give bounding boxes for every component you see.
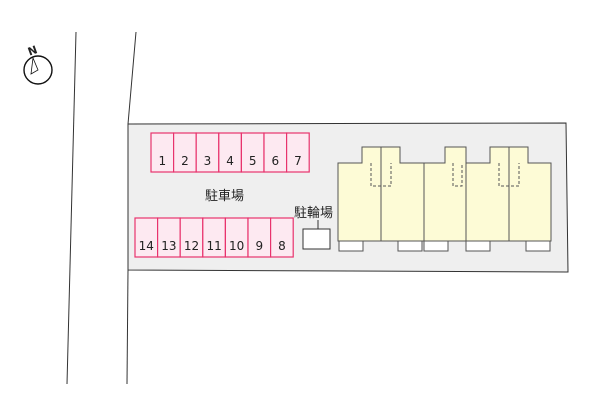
bicycle-parking-label: 駐輪場 [294, 205, 333, 221]
parking-space: 13 [157, 217, 181, 258]
parking-space-number: 14 [139, 239, 154, 253]
parking-space-number: 5 [249, 154, 257, 168]
parking-space: 2 [173, 132, 197, 173]
parking-space: 12 [179, 217, 204, 258]
parking-space-number: 7 [294, 154, 302, 168]
balcony [397, 240, 423, 252]
parking-space-number: 10 [229, 239, 244, 253]
balcony [423, 240, 449, 252]
compass-icon: N [23, 43, 53, 85]
parking-space-number: 8 [278, 239, 286, 253]
parking-space-outline [286, 132, 310, 173]
parking-space: 10 [224, 217, 249, 258]
parking-space: 4 [218, 132, 243, 173]
parking-space-number: 1 [158, 154, 166, 168]
parking-space: 3 [195, 132, 220, 173]
parking-space-number: 3 [204, 154, 212, 168]
parking-space-number: 12 [184, 239, 199, 253]
apartment-building [337, 146, 552, 252]
balcony [465, 240, 491, 252]
parking-space-number: 6 [271, 154, 279, 168]
parking-label: 駐車場 [205, 189, 244, 204]
parking-space: 14 [134, 217, 159, 258]
parking-space: 9 [247, 217, 272, 258]
balcony [525, 240, 551, 252]
road-edge-right [127, 31, 137, 125]
parking-space-number: 9 [255, 239, 263, 253]
parking-space-outline [270, 217, 294, 258]
bicycle-parking-area [302, 228, 331, 250]
parking-space: 7 [286, 132, 310, 173]
compass-north-label: N [26, 43, 39, 58]
balcony [338, 240, 364, 252]
road-edge-right-lower [126, 269, 129, 385]
parking-space-number: 13 [161, 239, 176, 253]
parking-space: 6 [263, 132, 288, 173]
building-body [337, 146, 552, 242]
road-edge-left [66, 31, 77, 385]
parking-space: 1 [150, 132, 175, 173]
parking-space: 11 [202, 217, 227, 258]
parking-space: 5 [240, 132, 265, 173]
parking-row-bottom: 14 13 12 11 10 9 8 [134, 217, 294, 258]
parking-space-number: 2 [181, 154, 189, 168]
parking-space-number: 11 [206, 239, 221, 253]
parking-space: 8 [270, 217, 294, 258]
parking-space-number: 4 [226, 154, 234, 168]
